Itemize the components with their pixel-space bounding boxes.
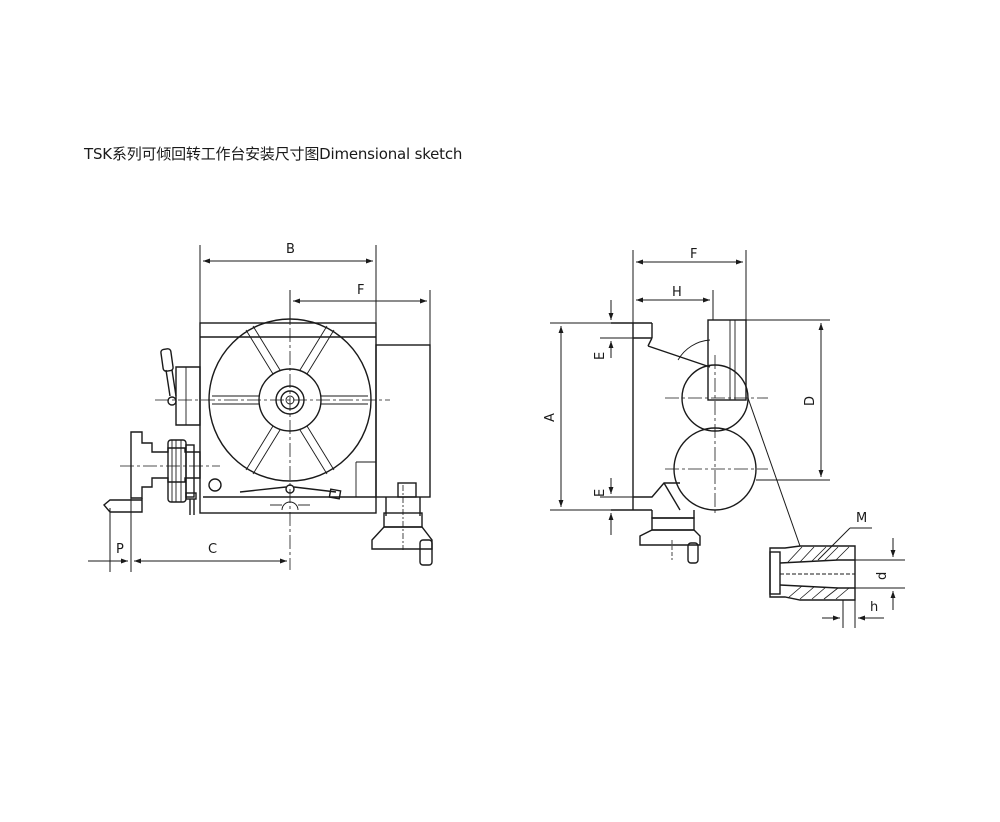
label-F-side: F (690, 247, 697, 262)
label-P: P (116, 542, 124, 557)
label-F-front: F (357, 283, 364, 298)
label-E-top: E (593, 352, 608, 360)
detail-leader (747, 397, 801, 547)
t-slot-detail (769, 527, 905, 628)
front-centerlines (120, 305, 404, 570)
dial-assembly (103, 431, 222, 515)
label-C: C (208, 542, 217, 557)
side-table-block (707, 319, 747, 401)
side-body-slope (647, 345, 711, 368)
label-h: h (870, 600, 878, 615)
front-body-outline (199, 322, 377, 514)
front-side-block (375, 344, 431, 498)
front-view: B F P C (88, 242, 433, 572)
side-dimensions (550, 250, 824, 535)
label-E-bottom: E (593, 489, 608, 497)
side-view: F H A E E D (543, 247, 830, 564)
drawing-title: TSK系列可倾回转工作台安装尺寸图Dimensional sketch (84, 145, 463, 163)
label-A: A (543, 413, 558, 422)
t-slots (212, 325, 368, 475)
label-D: D (803, 396, 818, 406)
label-B: B (286, 242, 295, 257)
leader-M (817, 527, 851, 561)
label-H: H (672, 285, 682, 300)
label-M: M (856, 511, 867, 526)
front-dimensions (88, 245, 431, 572)
tilt-handle (160, 348, 201, 426)
side-centerlines (665, 355, 768, 560)
label-d: d (875, 572, 890, 580)
